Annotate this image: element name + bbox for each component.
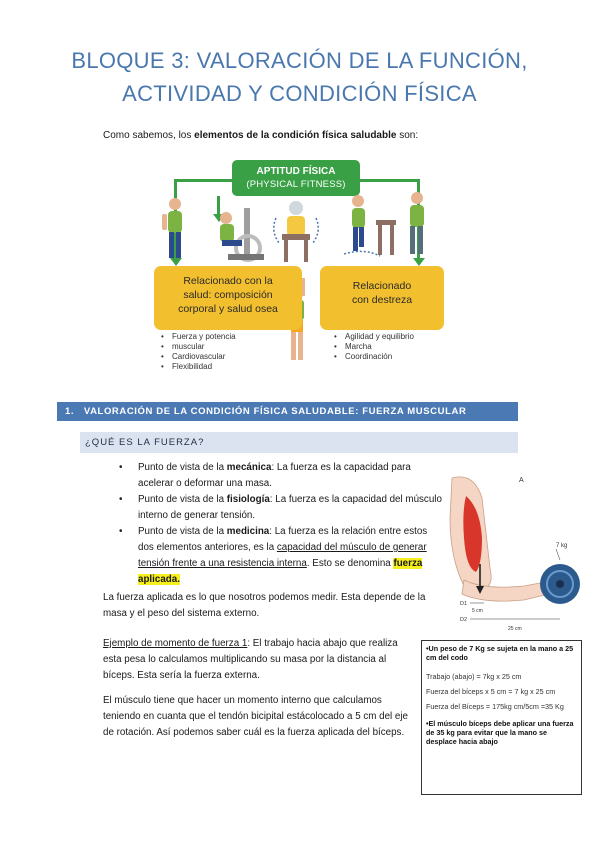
bullet-pre: Punto de vista de la [138,494,227,505]
bullet-pre: Punto de vista de la [138,462,227,473]
aptitud-subtitle: (PHYSICAL FITNESS) [246,179,346,190]
title-line-1: BLOQUE 3: VALORACIÓN DE LA FUNCIÓN, [71,48,528,73]
bullet-bold: medicina [226,526,270,537]
intro-before: Como sabemos, los [103,130,195,141]
skill-related-panel: Relacionado con destreza [320,266,444,330]
calculation-box: •Un peso de 7 Kg se sujeta en la mano a … [421,640,582,795]
section-heading: 1. VALORACIÓN DE LA CONDICIÓN FÍSICA SAL… [57,402,518,421]
fitness-infographic: APTITUD FÍSICA (PHYSICAL FITNESS) [148,160,448,380]
arrow-left-icon [169,258,182,266]
bullet-underlined: capacidad del músculo de generar tensión… [138,542,427,569]
person-walking-icon [410,192,424,254]
list-item: Fuerza y potencia [161,332,236,342]
d2-label: D2 [460,617,467,623]
list-item: Coordinación [334,352,414,362]
list-item: Punto de vista de la fisiología: La fuer… [119,492,444,524]
skill-panel-line: con destreza [351,294,413,306]
bullet-bold: mecánica [226,462,272,473]
calc-conclusion: •El músculo bíceps debe aplicar una fuer… [426,719,574,746]
intro-after: son: [396,130,419,141]
example-body: : El trabajo hacia abajo que realiza est… [103,638,398,681]
calc-line: Fuerza del Bíceps = 175kg cm/5cm =35 Kg [426,702,564,711]
list-item: Flexibilidad [161,362,236,372]
bullet-bold: fisiología [226,494,270,505]
skill-panel-line: Relacionado [352,280,412,292]
biceps-muscle [463,496,482,572]
list-item-continued: muscular [161,342,236,352]
paragraph-internal-moment: El músculo tiene que hacer un momento in… [103,695,409,738]
connector-mid [217,196,220,216]
weight-hub [556,580,564,588]
health-panel-line: Relacionado con la [183,275,273,287]
dist1-label: 5 cm [472,608,483,614]
bullet-post: : La fuerza es la capacidad para acelera… [138,462,411,489]
intro-bold: elementos de la condición física saludab… [194,130,397,141]
aptitud-fisica-box: APTITUD FÍSICA (PHYSICAL FITNESS) [232,160,360,196]
subsection-title: ¿QUÉ ES LA FUERZA? [85,437,205,448]
bullet-post: : La fuerza es la relación entre estos d… [138,526,428,553]
person-standing-icon [162,198,182,258]
dist2-label: 25 cm [508,626,522,632]
list-item: Marcha [334,342,414,352]
health-panel-line: corporal y salud osea [178,303,278,315]
bullet-post2: . Esto se denomina [306,558,394,569]
skill-components-list: Agilidad y equilibrio Marcha Coordinació… [331,332,414,362]
health-related-panel: Relacionado con la salud: composición co… [154,266,302,330]
bullet-post: : La fuerza es la capacidad del músculo … [138,494,442,521]
health-components-list: Fuerza y potencia muscular Cardiovascula… [158,332,236,372]
paragraph-example: Ejemplo de momento de fuerza 1: El traba… [103,636,413,684]
weight-ring [546,570,574,598]
section-title: VALORACIÓN DE LA CONDICIÓN FÍSICA SALUDA… [83,406,467,417]
calc-heading: •Un peso de 7 Kg se sujeta en la mano a … [426,644,574,662]
arrow-right-icon [412,258,425,266]
aptitud-title: APTITUD FÍSICA [256,166,336,177]
arm-biceps-diagram: A 7 kg D1 5 cm D2 25 cm [449,476,580,632]
bullet-pre: Punto de vista de la [138,526,227,537]
health-panel-line: salud: composición [183,289,273,301]
exercise-bike-icon [220,208,264,262]
intro-text: Como sabemos, los elementos de la condic… [103,130,418,141]
calc-line: Fuerza del bíceps x 5 cm = 7 kg x 25 cm [426,687,556,696]
seated-elder-icon [273,201,319,262]
weight-label: 7 kg [556,543,567,549]
list-item: Cardiovascular [161,352,236,362]
definitions-list: Punto de vista de la mecánica: La fuerza… [119,460,444,588]
connector-left-h [174,179,232,182]
page-title: BLOQUE 3: VALORACIÓN DE LA FUNCIÓN, ACTI… [0,44,599,110]
chair-step-icon [344,195,396,257]
list-item: Punto de vista de la medicina: La fuerza… [119,524,444,588]
list-item: Punto de vista de la mecánica: La fuerza… [119,460,444,492]
arrow-down-icon [476,586,484,594]
list-item: Agilidad y equilibrio [334,332,414,342]
section-number: 1. [65,406,75,417]
paragraph-applied-force: La fuerza aplicada es lo que nosotros po… [103,592,426,619]
title-line-2: ACTIVIDAD Y CONDICIÓN FÍSICA [122,81,477,106]
subsection-heading: ¿QUÉ ES LA FUERZA? [80,432,518,453]
d1-label: D1 [460,601,467,607]
calc-line: Trabajo (abajo) = 7kg x 25 cm [426,672,522,681]
arrow-mid-icon [212,214,225,222]
figure-label-a: A [519,477,524,484]
example-title: Ejemplo de momento de fuerza 1 [103,638,248,649]
weight-leader [555,548,561,561]
connector-right-h [360,179,420,182]
